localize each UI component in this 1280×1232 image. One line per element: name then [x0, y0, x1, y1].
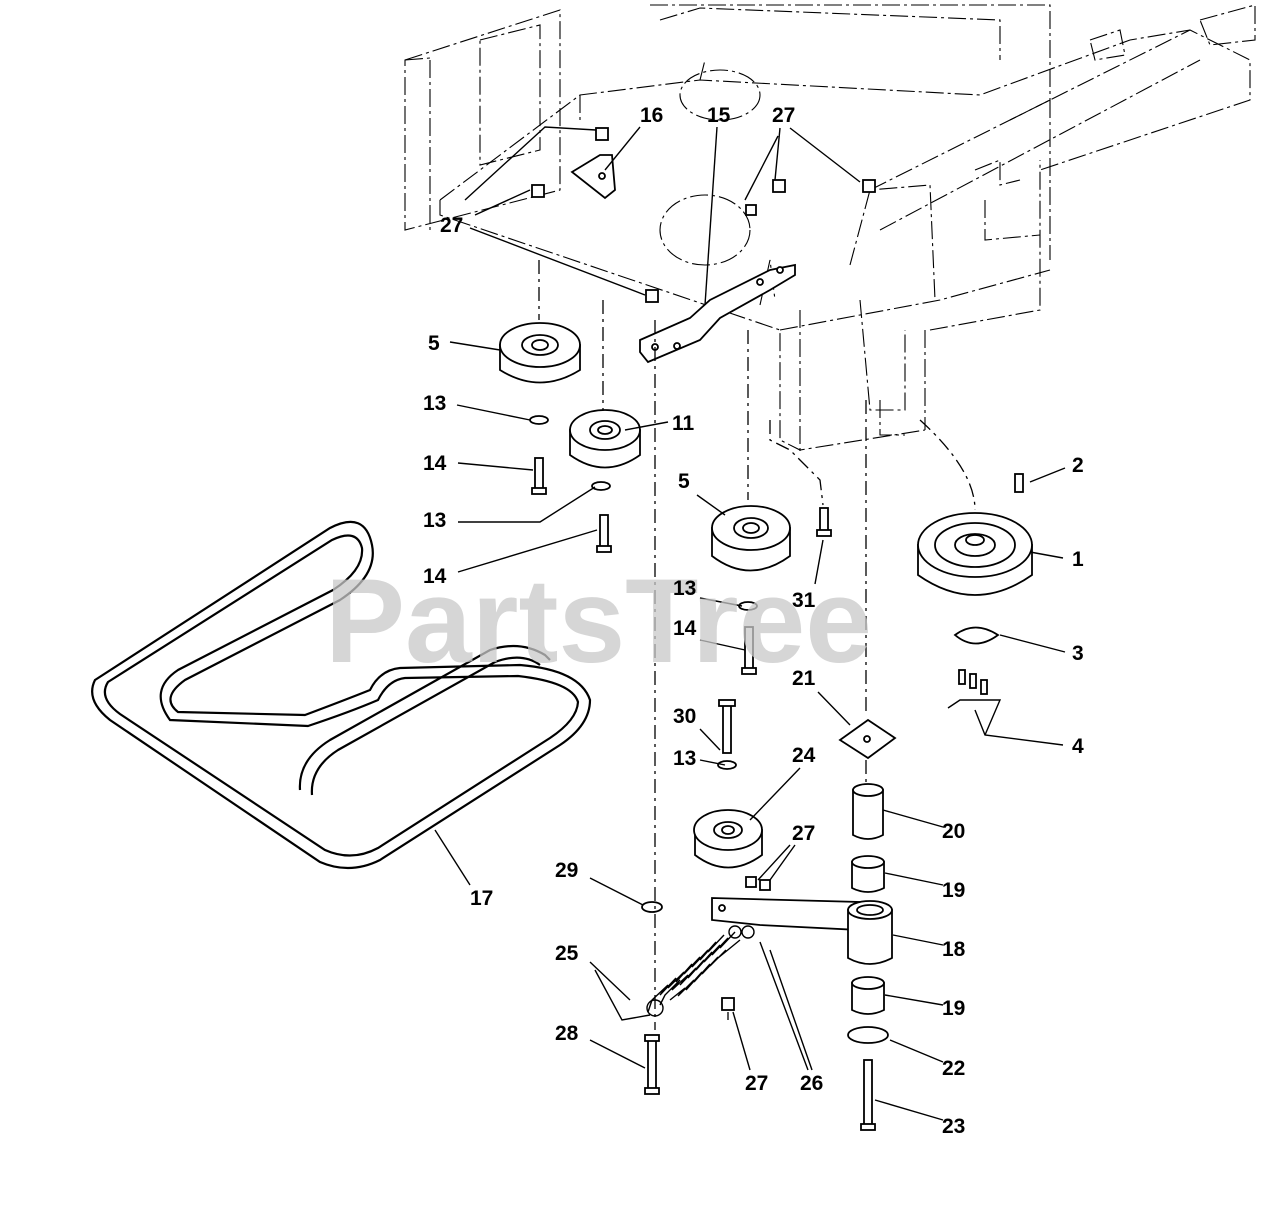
callout-27: 27 [772, 104, 795, 127]
idler-pulley-24 [693, 809, 763, 869]
callout-11: 11 [672, 412, 695, 435]
callout-labels: 16 15 27 27 5 13 11 14 13 14 5 2 1 31 13… [423, 104, 1084, 1138]
chassis-frame [404, 4, 1256, 455]
washer-29 [641, 901, 663, 913]
hardware [529, 127, 1024, 1131]
bracket-15 [639, 263, 796, 364]
callout-27: 27 [745, 1072, 768, 1095]
callout-13: 13 [673, 747, 696, 770]
callout-14: 14 [673, 617, 697, 640]
callout-29: 29 [555, 859, 578, 882]
callout-23: 23 [942, 1115, 965, 1138]
callout-27: 27 [792, 822, 815, 845]
callout-28: 28 [555, 1022, 579, 1045]
callout-13: 13 [423, 392, 446, 415]
callout-13: 13 [673, 577, 696, 600]
callout-16: 16 [640, 104, 663, 127]
callout-2: 2 [1072, 454, 1084, 477]
plate-16 [570, 154, 616, 200]
callout-22: 22 [942, 1057, 965, 1080]
idler-pulley-center [711, 505, 791, 572]
callout-25: 25 [555, 942, 579, 965]
bushing-19-upper [851, 855, 885, 893]
washer-22 [847, 1026, 889, 1044]
callout-24: 24 [792, 744, 816, 767]
assembly-centerlines [538, 260, 976, 1030]
callout-19: 19 [942, 997, 965, 1020]
bushing-19-lower [851, 976, 885, 1015]
callout-20: 20 [942, 820, 965, 843]
callout-27: 27 [440, 214, 463, 237]
drive-belt [91, 520, 592, 870]
callout-14: 14 [423, 565, 447, 588]
leader-lines [434, 126, 1066, 1121]
callout-3: 3 [1072, 642, 1084, 665]
callout-5: 5 [678, 470, 690, 493]
callout-18: 18 [942, 938, 966, 961]
callout-4: 4 [1072, 735, 1084, 758]
callout-19: 19 [942, 879, 965, 902]
callout-13: 13 [423, 509, 446, 532]
springs-25 [646, 925, 755, 1017]
watermark: PartsTree [325, 554, 872, 688]
callout-31: 31 [792, 589, 816, 612]
callout-21: 21 [792, 667, 816, 690]
idler-pulley-11 [569, 409, 641, 469]
callout-26: 26 [800, 1072, 823, 1095]
callout-14: 14 [423, 452, 447, 475]
idler-arm-18 [711, 897, 893, 965]
idler-pulley-upper-left [499, 322, 581, 384]
callout-15: 15 [707, 104, 731, 127]
plate-3 [953, 626, 1000, 645]
callout-17: 17 [470, 887, 493, 910]
callout-30: 30 [673, 705, 696, 728]
spacer-20 [852, 783, 884, 840]
callout-1: 1 [1072, 548, 1084, 571]
callout-5: 5 [428, 332, 440, 355]
drive-pulley-1 [917, 512, 1033, 596]
